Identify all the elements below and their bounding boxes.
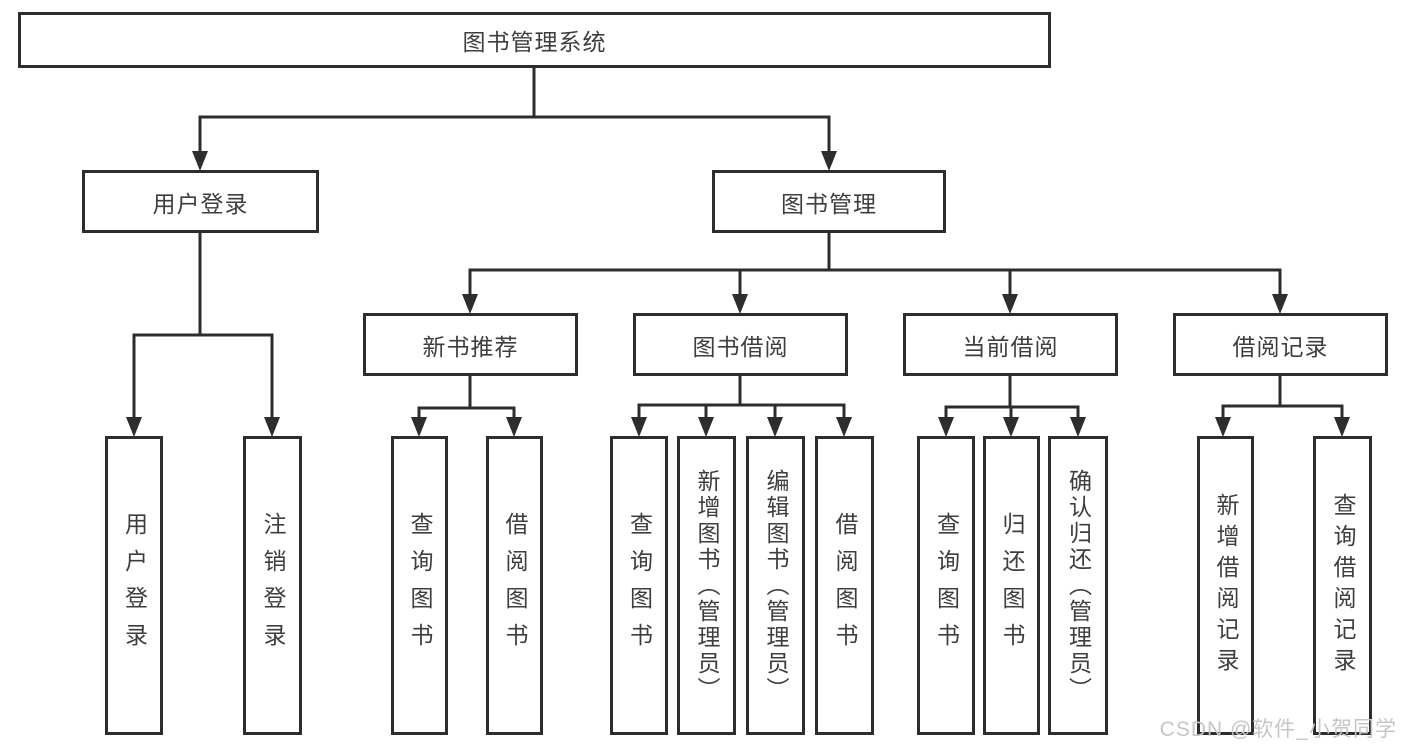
leaf-newbook-borrow-book-label: 借阅图书 (502, 511, 528, 660)
node-book-management-label: 图书管理 (781, 190, 877, 217)
leaf-borrow-add-book-admin-label: 新增图书（管理员） (694, 468, 720, 703)
leaf-current-confirm-return-admin: 确认归还（管理员） (1048, 436, 1108, 735)
leaf-user-login-label: 用户登录 (121, 511, 148, 660)
leaf-borrow-query-book-label: 查询图书 (626, 511, 653, 660)
leaf-record-add-record: 新增借阅记录 (1197, 436, 1254, 735)
leaf-current-confirm-return-admin-label: 确认归还（管理员） (1065, 468, 1092, 703)
node-new-book-recommend-label: 新书推荐 (422, 333, 519, 360)
node-new-book-recommend: 新书推荐 (363, 313, 578, 376)
node-root-label: 图书管理系统 (462, 29, 607, 55)
node-current-borrow: 当前借阅 (903, 313, 1118, 376)
csdn-watermark: CSDN @软件_小贺同学 (1159, 718, 1397, 741)
leaf-newbook-query-book: 查询图书 (391, 436, 448, 735)
leaf-record-query-record-label: 查询借阅记录 (1330, 492, 1356, 679)
leaf-user-login: 用户登录 (105, 436, 163, 735)
leaf-current-return-book-label: 归还图书 (999, 511, 1025, 660)
leaf-borrow-edit-book-admin-label: 编辑图书（管理员） (763, 468, 789, 703)
leaf-record-query-record: 查询借阅记录 (1313, 436, 1372, 735)
node-book-borrow: 图书借阅 (633, 313, 848, 376)
leaf-current-query-book-label: 查询图书 (933, 511, 960, 660)
node-user-login-label: 用户登录 (152, 190, 249, 217)
node-user-login: 用户登录 (82, 170, 319, 233)
leaf-borrow-borrow-book: 借阅图书 (815, 436, 874, 735)
node-borrow-record-label: 借阅记录 (1232, 333, 1329, 360)
node-book-borrow-label: 图书借阅 (692, 333, 789, 360)
leaf-current-return-book: 归还图书 (983, 436, 1040, 735)
leaf-borrow-edit-book-admin: 编辑图书（管理员） (746, 436, 805, 735)
leaf-borrow-query-book: 查询图书 (610, 436, 668, 735)
leaf-current-query-book: 查询图书 (917, 436, 975, 735)
leaf-logout-login: 注销登录 (243, 436, 302, 735)
leaf-record-add-record-label: 新增借阅记录 (1213, 492, 1239, 679)
node-current-borrow-label: 当前借阅 (962, 333, 1059, 360)
leaf-borrow-borrow-book-label: 借阅图书 (832, 511, 858, 660)
node-borrow-record: 借阅记录 (1173, 313, 1388, 376)
node-root-system: 图书管理系统 (18, 12, 1051, 68)
leaf-logout-login-label: 注销登录 (260, 511, 286, 660)
leaf-newbook-borrow-book: 借阅图书 (486, 436, 543, 735)
node-book-management: 图书管理 (712, 170, 946, 233)
leaf-newbook-query-book-label: 查询图书 (407, 511, 433, 660)
leaf-borrow-add-book-admin: 新增图书（管理员） (677, 436, 736, 735)
